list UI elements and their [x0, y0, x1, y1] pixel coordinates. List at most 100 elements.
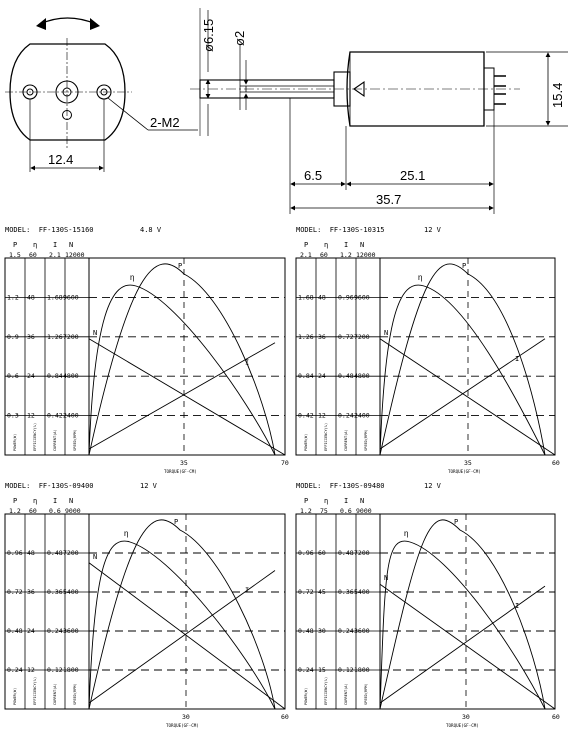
panel-1-header-2: η	[33, 241, 37, 249]
panel-4-row-2-value-3: 0.36	[338, 588, 354, 596]
panel-4-curve-label-efficiency: η	[404, 529, 408, 538]
panel-4-curve-label-speed: N	[384, 574, 388, 582]
panel-4-row-3-value-3: 0.24	[338, 627, 354, 635]
front-view: 12.4 2-M2	[5, 38, 198, 172]
panel-4-header-4: N	[360, 497, 364, 505]
panel-1-row-3-value-2: 24	[27, 372, 35, 380]
panel-2-row-2-value-3: 0.72	[338, 333, 354, 341]
panel-3-voltage: 12 V	[140, 482, 157, 490]
motor-drawing: 12.4 2-M2 ø6.15 ø2	[0, 0, 569, 220]
panel-1-row-1-value-3: 1.68	[47, 293, 63, 301]
panel-4-efficiency-curve	[379, 540, 546, 710]
panel-2-row-4-value-3: 0.24	[338, 412, 354, 420]
panel-3-row-2-value-2: 36	[27, 588, 35, 596]
panel-4-row-1-value-2: 60	[318, 549, 326, 557]
panel-3-current-curve	[88, 570, 276, 704]
panel-1-row-4-value-2: 12	[27, 412, 35, 420]
panel-3-curve-label-power: P	[174, 518, 178, 526]
panel-2-top-value-3: 1.2	[340, 251, 352, 259]
panel-3-x-tick-end: 60	[281, 713, 289, 721]
panel-4-header-2: η	[324, 497, 328, 505]
panel-1-efficiency-curve	[88, 284, 276, 456]
panel-1-row-2-value-3: 1.26	[47, 333, 63, 341]
panel-2-row-2-value-2: 36	[318, 333, 326, 341]
panel-2-header-4: N	[360, 241, 364, 249]
panel-2-row-3-value-3: 0.48	[338, 372, 354, 380]
panel-1-x-tick-end: 70	[281, 459, 289, 467]
panel-3-row-2-value-1: 0.72	[7, 588, 23, 596]
panel-4-row-1-value-1: 0.96	[298, 549, 314, 557]
panel-1-curve-label-power: P	[178, 262, 182, 270]
panel-1-axis-label-4: SPEED(RPM)	[73, 429, 77, 451]
panel-4-power-curve	[379, 519, 546, 710]
panel-4-curve-label-power: P	[454, 518, 458, 526]
dim-height: 15.4	[550, 83, 565, 108]
panel-3-row-4-value-3: 0.12	[47, 666, 63, 674]
panel-3-curve-label-current: I	[245, 587, 249, 595]
panel-1-plot-frame	[88, 257, 286, 456]
panel-4-row-3-value-4: 3600	[354, 627, 370, 635]
panel-4-x-tick-end: 60	[552, 713, 560, 721]
panel-3-axis-label-1: POWER(W)	[13, 688, 17, 705]
panel-4-top-value-3: 0.6	[340, 507, 352, 515]
panel-1-curve-label-speed: N	[93, 329, 97, 337]
panel-2-x-axis-label: TORQUE(GF-CM)	[448, 469, 481, 474]
panel-3-row-3-value-4: 3600	[63, 627, 79, 635]
panel-1-row-1-value-1: 1.2	[7, 293, 19, 301]
panel-2-model: MODEL: FF-130S-10315	[296, 226, 385, 234]
panel-2-top-value-2: 60	[320, 251, 328, 259]
panel-4-row-4-value-2: 15	[318, 666, 326, 674]
panel-2-axis-label-2: EFFICIENCY(%)	[324, 423, 328, 451]
panel-4-curve-label-current: I	[515, 602, 519, 610]
panel-1-row-2-value-4: 7200	[63, 333, 79, 341]
side-view: ø6.15 ø2 15.4 6.5 25.1 35.7	[190, 8, 568, 214]
panel-3-row-2-value-4: 5400	[63, 588, 79, 596]
panel-3-row-4-value-2: 12	[27, 666, 35, 674]
panel-1-power-curve	[88, 263, 276, 456]
panel-2-voltage: 12 V	[424, 226, 441, 234]
panel-1-x-axis-label: TORQUE(GF-CM)	[164, 469, 197, 474]
panel-3-x-axis-label: TORQUE(GF-CM)	[166, 723, 199, 728]
panel-2-curve-label-power: P	[462, 262, 466, 270]
panel-4-row-3-value-2: 30	[318, 627, 326, 635]
panel-4-row-4-value-1: 0.24	[298, 666, 314, 674]
panel-2-row-1-value-3: 0.96	[338, 293, 354, 301]
panel-4-top-value-2: 75	[320, 507, 328, 515]
dim-screws: 2-M2	[150, 115, 180, 130]
panel-1-top-value-3: 2.1	[49, 251, 61, 259]
panel-2-axis-label-1: POWER(W)	[304, 434, 308, 451]
panel-2-speed-curve	[379, 338, 556, 456]
dim-body-length: 25.1	[400, 168, 425, 183]
panel-3-row-1-value-3: 0.48	[47, 549, 63, 557]
dim-shaft-dia: ø6.15	[201, 19, 216, 52]
motor-drawing-svg: 12.4 2-M2 ø6.15 ø2	[5, 8, 568, 214]
panel-2-row-4-value-2: 12	[318, 412, 326, 420]
panel-2-top-value-4: 12000	[356, 251, 376, 259]
panel-2-x-tick-mid: 35	[464, 459, 472, 467]
panel-3-top-value-2: 60	[29, 507, 37, 515]
panel-1-voltage: 4.8 V	[140, 226, 162, 234]
panel-2-row-1-value-4: 9600	[354, 293, 370, 301]
panel-2-power-curve	[379, 263, 546, 456]
panel-4-row-1-value-4: 7200	[354, 549, 370, 557]
panel-2-row-1-value-1: 1.68	[298, 293, 314, 301]
panel-2-row-3-value-4: 4800	[354, 372, 370, 380]
panel-3-header-3: I	[53, 497, 57, 505]
panel-4-row-4-value-3: 0.12	[338, 666, 354, 674]
panel-1-top-value-4: 12000	[65, 251, 85, 259]
panel-4-current-curve	[379, 585, 546, 704]
panel-1-axis-label-2: EFFICIENCY(%)	[33, 423, 37, 451]
panel-3-row-1-value-4: 7200	[63, 549, 79, 557]
panel-3-row-3-value-2: 24	[27, 627, 35, 635]
panel-2-row-4-value-1: 0.42	[298, 412, 314, 420]
panel-1-row-4-value-4: 2400	[63, 412, 79, 420]
panel-4-voltage: 12 V	[424, 482, 441, 490]
panel-1-axis-label-1: POWER(W)	[13, 434, 17, 451]
panel-3-header-1: P	[13, 497, 17, 505]
panel-3-row-3-value-3: 0.24	[47, 627, 63, 635]
panel-1-header-3: I	[53, 241, 57, 249]
panel-3-plot-frame	[88, 513, 286, 710]
panel-1-scale-frame	[4, 257, 90, 456]
panel-4-axis-label-4: SPEED(RPM)	[364, 683, 368, 705]
